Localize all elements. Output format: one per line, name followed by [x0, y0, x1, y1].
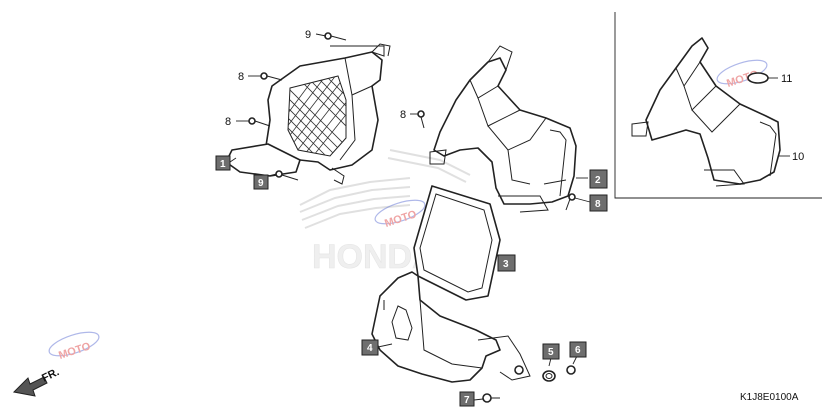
label-9-top: 9 [305, 29, 311, 41]
moto-watermark-center: MOTO [374, 199, 426, 230]
label-8-box: 8 [589, 194, 608, 212]
honda-wing-logo [299, 149, 471, 229]
label-4-box: 4 [361, 339, 379, 356]
label-9-box: 9 [253, 174, 269, 190]
seal-part-3 [413, 185, 501, 301]
label-10: 10 [792, 151, 804, 163]
label-8-a: 8 [238, 71, 244, 83]
bolt-8-b [248, 117, 271, 127]
moto-watermark-left: MOTO [48, 331, 100, 362]
moto-watermark-center-text: MOTO [383, 208, 418, 230]
inset-part-11 [747, 72, 769, 84]
label-4: 4 [367, 343, 373, 354]
label-1: 1 [220, 159, 226, 170]
bolt-7 [482, 393, 500, 403]
label-9-boxed: 9 [258, 178, 264, 189]
label-6-box: 6 [569, 341, 587, 358]
front-arrow-label: FR. [40, 366, 61, 385]
label-5-box: 5 [542, 343, 560, 360]
lower-cover-part-4 [371, 271, 531, 383]
bolt-9-top [324, 32, 347, 41]
label-7-box: 7 [459, 391, 475, 407]
fan-cover-part-1 [225, 43, 391, 185]
label-3: 3 [503, 259, 509, 270]
front-direction-arrow: FR. [12, 366, 61, 397]
grommet-5 [542, 370, 556, 382]
label-2: 2 [595, 175, 601, 186]
label-11: 11 [781, 73, 792, 85]
label-8-b: 8 [225, 116, 231, 128]
catalog-code: K1J8E0100A [740, 392, 799, 403]
bolt-8-a [260, 72, 283, 81]
label-1-box: 1 [215, 155, 231, 171]
label-6: 6 [575, 345, 581, 356]
label-5: 5 [548, 347, 554, 358]
label-8-mid: 8 [400, 109, 406, 121]
label-2-box: 2 [589, 169, 608, 189]
label-8-boxed: 8 [595, 199, 601, 210]
inset-part-10 [631, 37, 781, 187]
collar-6 [566, 365, 576, 375]
inset-frame [614, 12, 822, 199]
bolt-8-mid [417, 110, 425, 129]
label-7: 7 [464, 395, 470, 406]
shroud-part-2 [429, 45, 577, 213]
moto-watermark-left-text: MOTO [57, 340, 92, 362]
bolt-8-right [565, 193, 576, 211]
label-3-box: 3 [497, 254, 516, 272]
